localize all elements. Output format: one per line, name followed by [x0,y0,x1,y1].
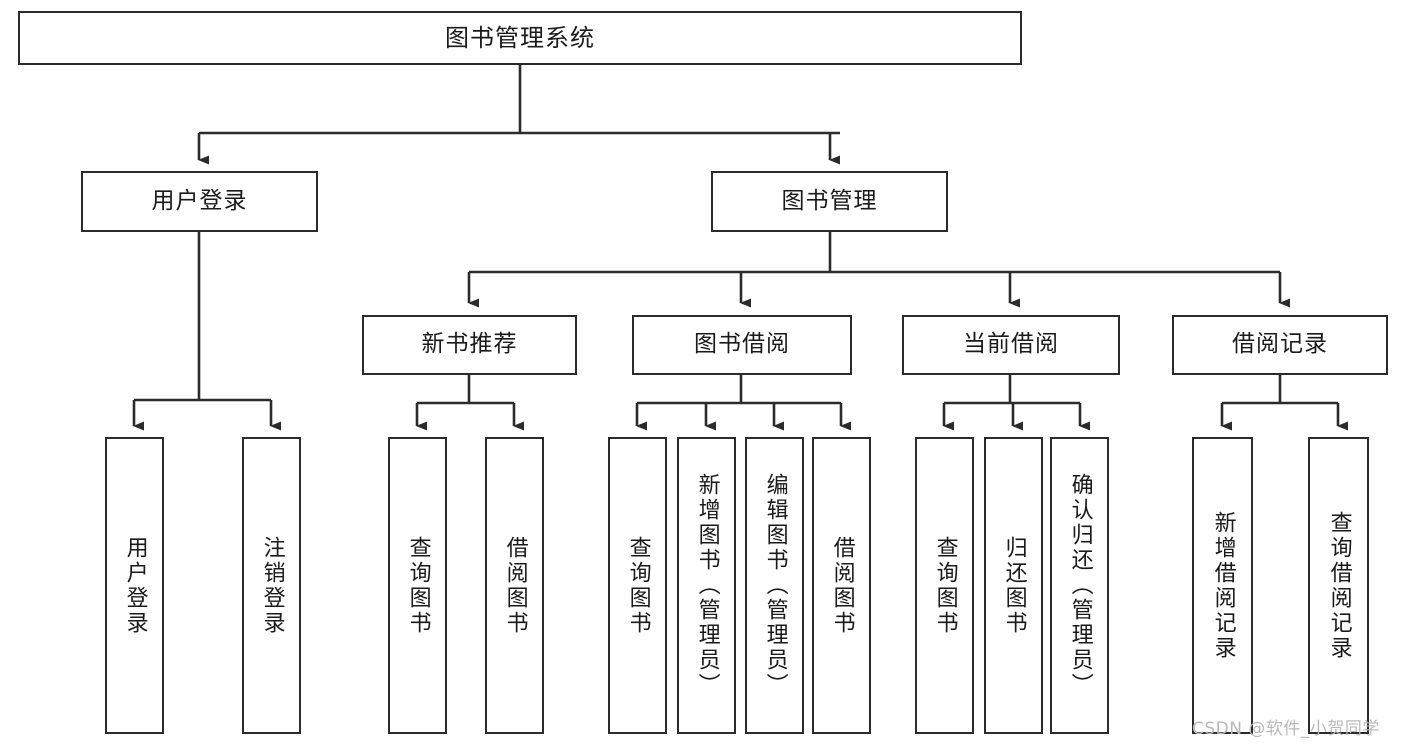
leaf-currentborrow-query-book[interactable]: 查询图书 [915,437,974,734]
node-borrow-record[interactable]: 借阅记录 [1172,315,1388,375]
leaf-currentborrow-confirm-return[interactable]: 确认归还（管理员） [1050,437,1109,734]
leaf-user-login-login[interactable]: 用户登录 [105,437,164,734]
leaf-label: 查询图书 [405,535,431,636]
leaf-currentborrow-return-book[interactable]: 归还图书 [984,437,1043,734]
leaf-label: 用户登录 [122,535,148,636]
leaf-newbook-borrow-book[interactable]: 借阅图书 [485,437,544,734]
leaf-label: 查询借阅记录 [1326,510,1352,661]
node-new-book-recommend[interactable]: 新书推荐 [362,315,577,375]
leaf-label: 确认归还（管理员） [1067,473,1093,698]
leaf-borrowrecord-add-record[interactable]: 新增借阅记录 [1192,437,1253,734]
leaf-label: 查询图书 [625,535,651,636]
leaf-bookborrow-query-book[interactable]: 查询图书 [608,437,667,734]
node-book-borrow[interactable]: 图书借阅 [632,315,852,375]
leaf-label: 借阅图书 [502,535,528,636]
leaf-label: 新增图书（管理员） [694,473,720,698]
leaf-label: 注销登录 [259,535,285,636]
leaf-newbook-query-book[interactable]: 查询图书 [388,437,447,734]
csdn-watermark: CSDN @软件_小贺同学 [1192,719,1380,739]
node-book-management[interactable]: 图书管理 [711,171,948,232]
leaf-user-login-logout[interactable]: 注销登录 [242,437,301,734]
leaf-bookborrow-add-book[interactable]: 新增图书（管理员） [677,437,736,734]
leaf-label: 归还图书 [1001,535,1027,636]
leaf-borrowrecord-query-record[interactable]: 查询借阅记录 [1308,437,1369,734]
leaf-label: 编辑图书（管理员） [762,473,788,698]
leaf-bookborrow-borrow-book[interactable]: 借阅图书 [812,437,871,734]
leaf-bookborrow-edit-book[interactable]: 编辑图书（管理员） [745,437,804,734]
node-current-borrow[interactable]: 当前借阅 [902,315,1120,375]
leaf-label: 查询图书 [932,535,958,636]
leaf-label: 新增借阅记录 [1210,510,1236,661]
node-user-login[interactable]: 用户登录 [81,171,318,232]
leaf-label: 借阅图书 [829,535,855,636]
node-root-system[interactable]: 图书管理系统 [18,11,1022,65]
